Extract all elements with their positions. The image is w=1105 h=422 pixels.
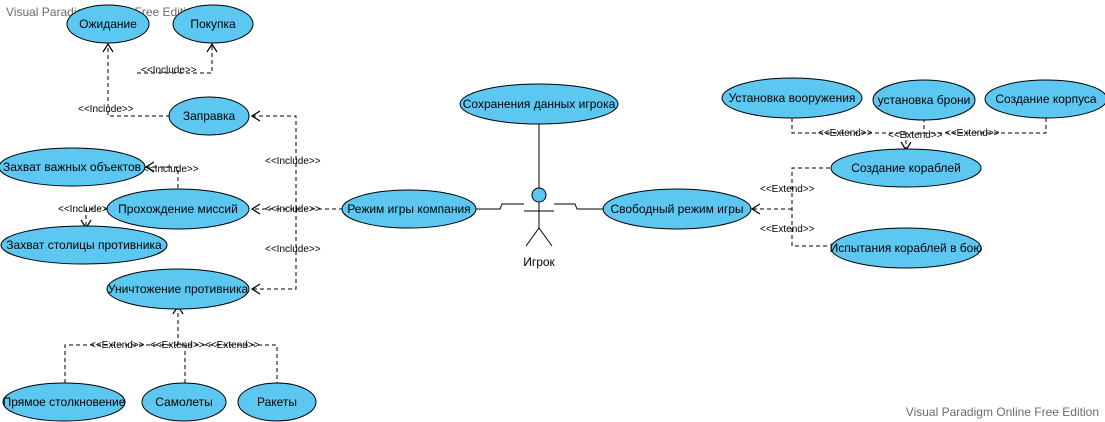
include-connector-zahvat-stolicy: [85, 208, 108, 228]
usecase-label: Испытания кораблей в бою: [830, 241, 983, 255]
association-line-kompaniya: [476, 203, 524, 210]
usecase-zahvat-stolicy[interactable]: Захват столицы противника: [0, 225, 168, 265]
usecase-rezhim-kompaniya[interactable]: Режим игры компания: [341, 189, 477, 229]
include-connector-pokupka: [137, 44, 213, 74]
usecase-label: Уничтожение противника: [108, 282, 249, 296]
include-label: <<Include>>: [141, 65, 197, 76]
arrow-head-icon: [102, 42, 114, 53]
usecase-pokupka[interactable]: Покупка: [172, 4, 254, 44]
extend-connector-top: [791, 118, 1047, 134]
usecase-zapravka[interactable]: Заправка: [168, 96, 250, 136]
include-connector-zapravka: [252, 115, 297, 209]
actor-head-icon: [531, 187, 547, 203]
extend-label: <<Extend>>: [150, 340, 205, 351]
usecase-unichtozhenie[interactable]: Уничтожение противника: [106, 268, 250, 310]
extend-label: <<Extend>>: [205, 340, 260, 351]
actor-label: Игрок: [523, 255, 555, 269]
usecase-rakety[interactable]: Ракеты: [237, 382, 317, 422]
extend-connector-bottom: [64, 344, 278, 383]
usecase-label: Свободный режим игры: [610, 202, 743, 216]
usecase-label: Захват важных объектов: [3, 160, 141, 174]
connectors: [64, 42, 1047, 383]
watermark-bottom: Visual Paradigm Online Free Edition: [905, 405, 1099, 419]
include-label: <<Include>>: [58, 204, 114, 215]
include-label: <<Include>>: [265, 156, 321, 167]
usecase-sohranenie[interactable]: Сохранения данных игрока: [459, 83, 619, 125]
include-connector-zahvat-obektov: [146, 166, 179, 188]
arrow-head-icon: [206, 42, 218, 53]
usecase-samolety[interactable]: Самолеты: [141, 382, 227, 422]
arrow-head-icon: [750, 203, 761, 215]
usecase-label: Покупка: [190, 17, 236, 31]
include-label: <<Include>>: [143, 164, 199, 175]
arrow-head-icon: [250, 283, 261, 295]
usecase-sozdanie-korpusa[interactable]: Создание корпуса: [984, 79, 1105, 119]
usecase-label: Установка вооружения: [729, 91, 856, 105]
usecase-sozdanie-korablei[interactable]: Создание кораблей: [830, 148, 982, 188]
extend-label: <<Extend>>: [945, 128, 1000, 139]
usecase-label: Прямое столкновение: [3, 395, 126, 409]
extend-label: <<Extend>>: [888, 130, 943, 141]
arrow-head-icon: [250, 110, 261, 122]
usecase-ozhidanie[interactable]: Ожидание: [66, 4, 150, 44]
usecase-label: Создание корпуса: [995, 92, 1097, 106]
actor-body-icon: [524, 202, 554, 247]
actor-player[interactable]: Игрок: [523, 187, 556, 269]
extend-label: <<Extend>>: [818, 128, 873, 139]
extend-label: <<Extend>>: [760, 184, 815, 195]
arrow-head-icon: [144, 161, 155, 173]
usecase-label: Режим игры компания: [347, 202, 470, 216]
usecase-label: Ожидание: [79, 17, 137, 31]
usecase-label: Прохождение миссий: [118, 202, 238, 216]
usecase-label: Самолеты: [155, 395, 213, 409]
usecase-zahvat-obektov[interactable]: Захват важных объектов: [0, 147, 146, 187]
usecase-prohozhdenie[interactable]: Прохождение миссий: [106, 188, 250, 230]
extend-label: <<Extend>>: [760, 224, 815, 235]
extend-label: <<Extend>>: [90, 340, 145, 351]
usecase-label: установка брони: [878, 93, 971, 107]
extend-connector-free-mode: [791, 167, 830, 247]
usecase-label: Ракеты: [257, 395, 297, 409]
arrow-head-icon: [250, 203, 261, 215]
usecase-ustanovka-vooruzheniya[interactable]: Установка вооружения: [721, 77, 863, 119]
usecase-pryamoe[interactable]: Прямое столкновение: [2, 382, 126, 422]
usecase-ispytaniya[interactable]: Испытания кораблей в бою: [830, 227, 983, 269]
include-label: <<Include>>: [265, 244, 321, 255]
usecase-label: Заправка: [183, 109, 236, 123]
usecase-ustanovka-broni[interactable]: установка брони: [872, 79, 976, 121]
relation-labels: <<Include>> <<Include>> <<Include>> <<In…: [58, 65, 1000, 351]
usecase-label: Сохранения данных игрока: [463, 97, 616, 111]
usecase-label: Создание кораблей: [851, 161, 961, 175]
include-label: <<Include>>: [78, 104, 134, 115]
usecase-svobodnyi[interactable]: Свободный режим игры: [602, 188, 752, 230]
association-line-svobodnyi: [554, 203, 604, 210]
usecase-label: Захват столицы противника: [6, 238, 162, 252]
include-label: <<Include>>: [265, 204, 321, 215]
include-connector-unichtozhenie: [252, 209, 297, 290]
